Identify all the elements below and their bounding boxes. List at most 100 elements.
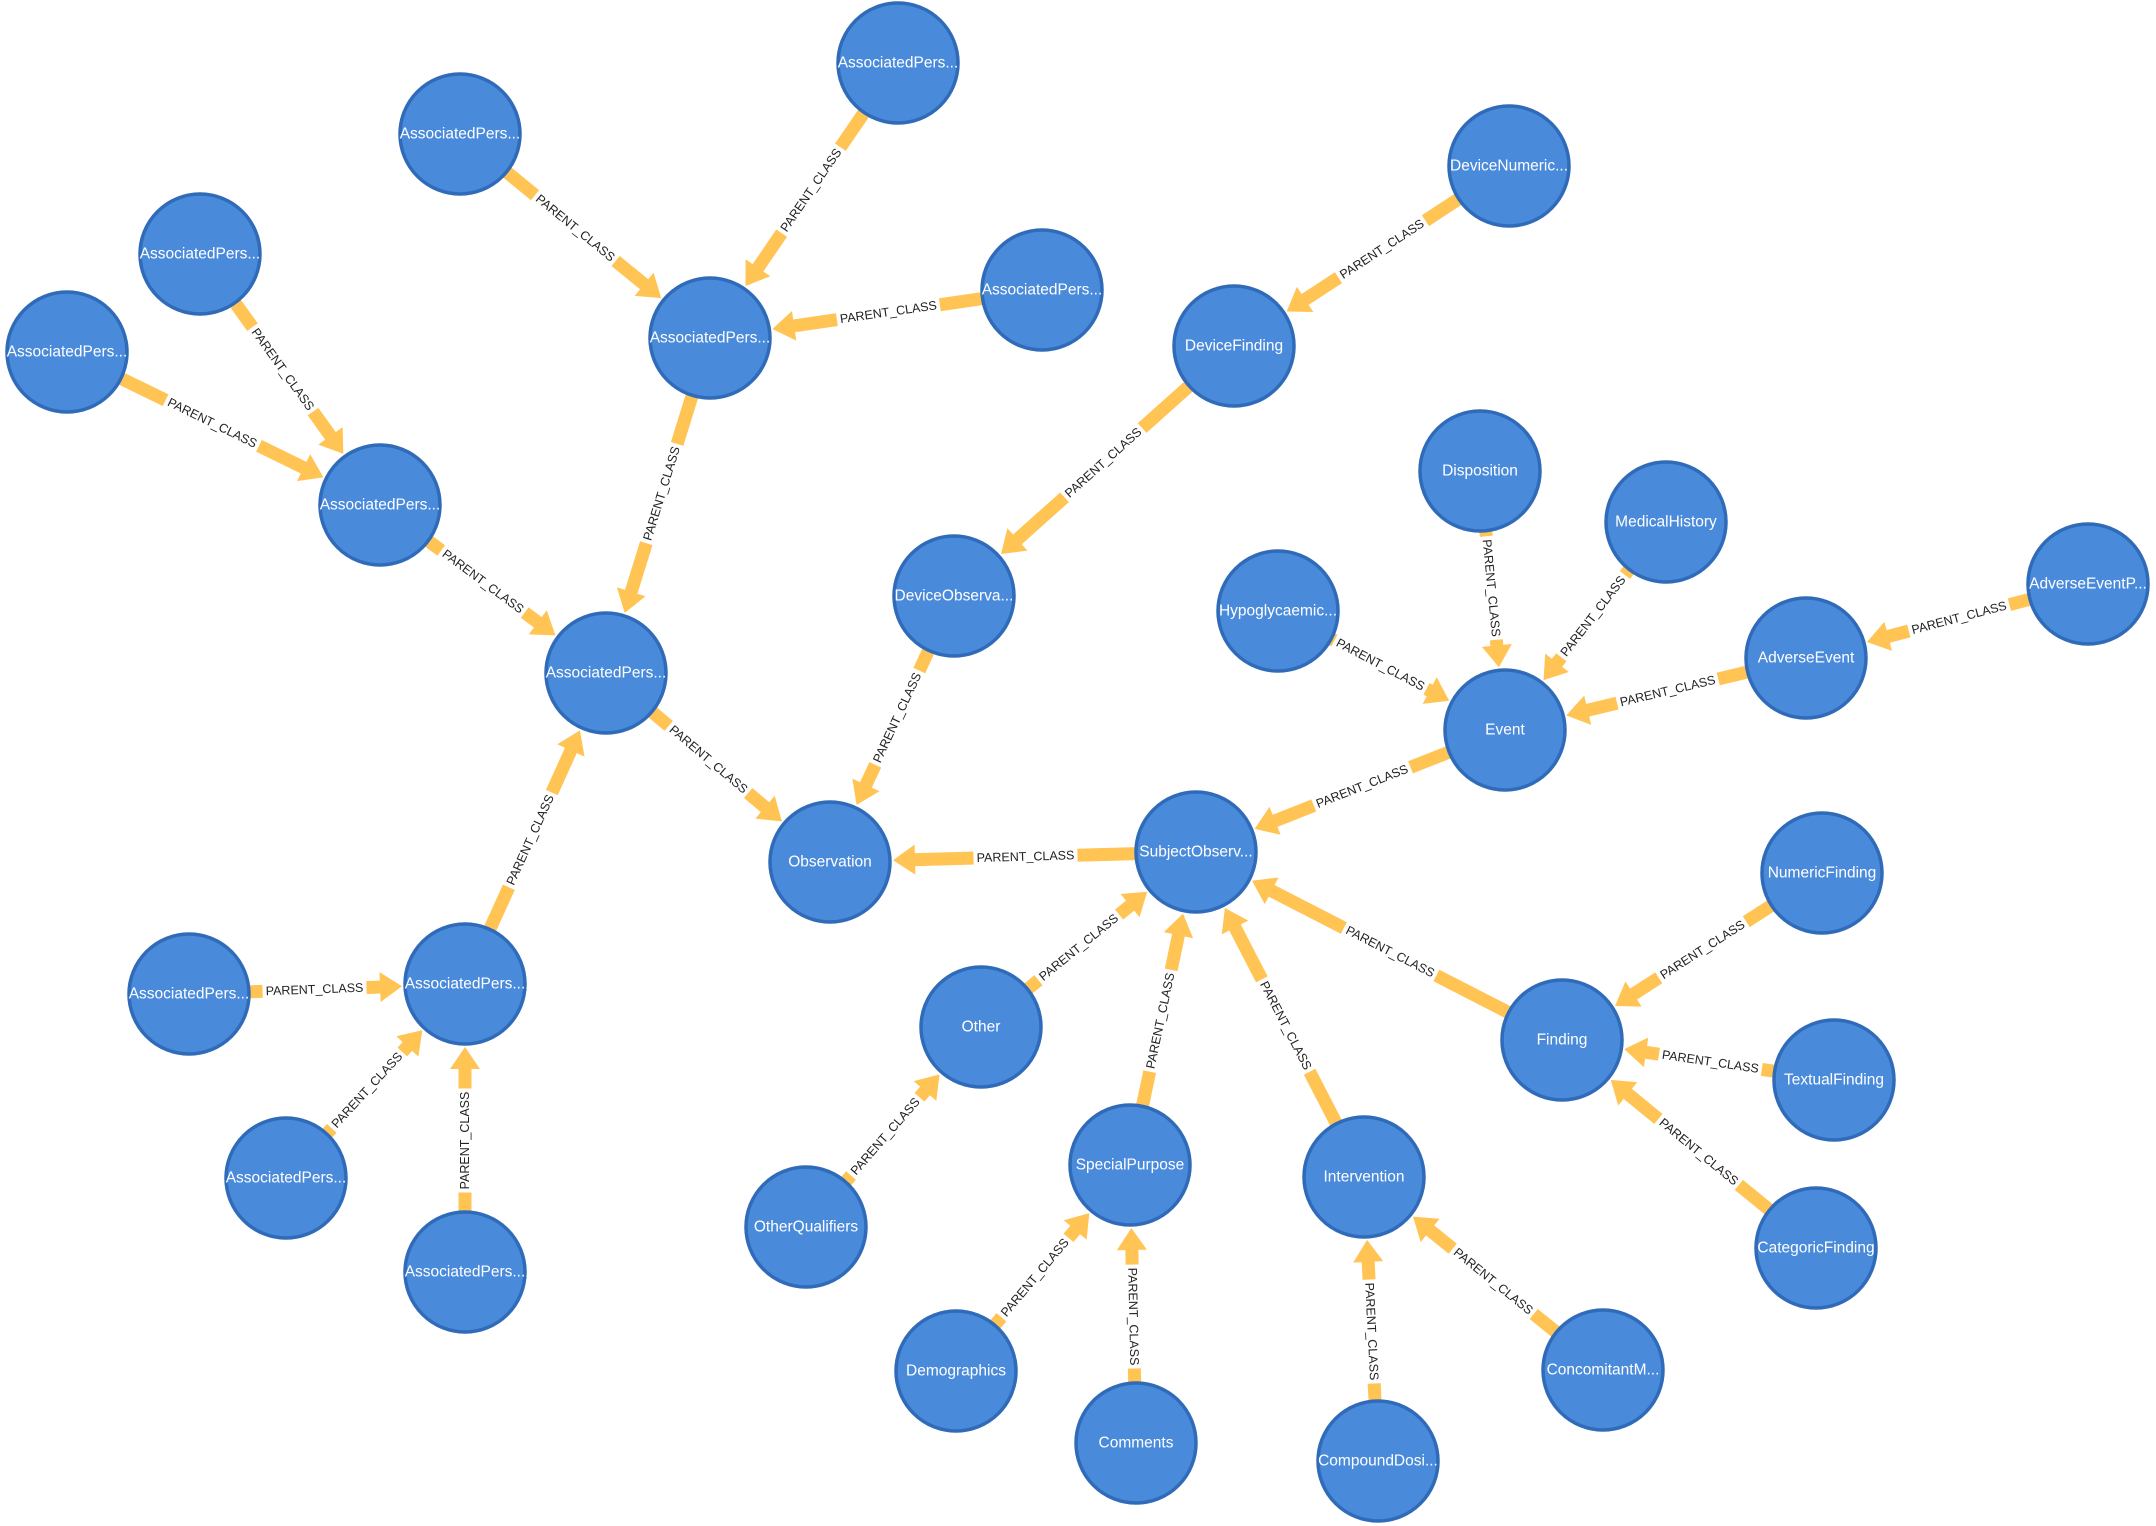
graph-node[interactable]: Hypoglycaemic... — [1216, 549, 1340, 673]
graph-node[interactable]: Intervention — [1302, 1115, 1426, 1239]
graph-node[interactable]: AssociatedPers... — [648, 276, 772, 400]
edge-parent-class[interactable]: PARENT_CLASS — [745, 108, 870, 286]
node-circle[interactable] — [648, 276, 772, 400]
edge-parent-class[interactable]: PARENT_CLASS — [1543, 565, 1635, 681]
edge-parent-class[interactable]: PARENT_CLASS — [248, 972, 403, 1003]
node-circle[interactable] — [544, 611, 668, 735]
graph-node[interactable]: CategoricFinding — [1754, 1186, 1878, 1310]
graph-node[interactable]: AssociatedPers... — [398, 72, 522, 196]
graph-node[interactable]: MedicalHistory — [1604, 460, 1728, 584]
graph-node[interactable]: Event — [1443, 668, 1567, 792]
graph-node[interactable]: ConcomitantM... — [1541, 1308, 1665, 1432]
node-circle[interactable] — [127, 932, 251, 1056]
node-circle[interactable] — [398, 72, 522, 196]
graph-node[interactable]: DeviceNumeric... — [1447, 104, 1571, 228]
edge-parent-class[interactable]: PARENT_CLASS — [483, 730, 585, 933]
edge-parent-class[interactable]: PARENT_CLASS — [647, 706, 782, 822]
node-circle[interactable] — [1754, 1186, 1878, 1310]
graph-node[interactable]: CompoundDosi... — [1316, 1399, 1440, 1523]
graph-node[interactable]: Disposition — [1418, 409, 1542, 533]
node-circle[interactable] — [1760, 811, 1884, 935]
node-circle[interactable] — [1541, 1308, 1665, 1432]
node-circle[interactable] — [1068, 1103, 1192, 1227]
graph-node[interactable]: SpecialPurpose — [1068, 1103, 1192, 1227]
node-circle[interactable] — [768, 800, 892, 924]
graph-node[interactable]: Observation — [768, 800, 892, 924]
node-circle[interactable] — [403, 1210, 527, 1334]
graph-node[interactable]: DeviceObserva... — [892, 534, 1016, 658]
edge-parent-class[interactable]: PARENT_CLASS — [1866, 592, 2032, 651]
edge-parent-class[interactable]: PARENT_CLASS — [1000, 381, 1194, 555]
node-circle[interactable] — [892, 534, 1016, 658]
edge-parent-class[interactable]: PARENT_CLASS — [1615, 899, 1776, 1007]
edge-parent-class[interactable]: PARENT_CLASS — [892, 844, 1137, 875]
graph-node[interactable]: OtherQualifiers — [744, 1165, 868, 1289]
edge-parent-class[interactable]: PARENT_CLASS — [1254, 745, 1452, 835]
graph-node[interactable]: SubjectObserv... — [1134, 790, 1258, 914]
edge-parent-class[interactable]: PARENT_CLASS — [1221, 907, 1343, 1127]
graph-node[interactable]: AssociatedPers... — [138, 192, 262, 316]
edge-parent-class[interactable]: PARENT_CLASS — [772, 292, 984, 341]
node-circle[interactable] — [1744, 596, 1868, 720]
node-circle[interactable] — [138, 192, 262, 316]
graph-node[interactable]: AdverseEventP... — [2026, 522, 2150, 646]
node-circle[interactable] — [1074, 1381, 1198, 1505]
edge-parent-class[interactable]: PARENT_CLASS — [1328, 632, 1450, 704]
edge-parent-class[interactable]: PARENT_CLASS — [840, 1074, 940, 1187]
node-circle[interactable] — [1772, 1018, 1896, 1142]
edge-parent-class[interactable]: PARENT_CLASS — [1610, 1079, 1774, 1216]
graph-node[interactable]: AssociatedPers... — [127, 932, 251, 1056]
edge-parent-class[interactable]: PARENT_CLASS — [1477, 530, 1512, 668]
graph-node[interactable]: AssociatedPers... — [544, 611, 668, 735]
node-circle[interactable] — [1172, 284, 1296, 408]
node-circle[interactable] — [1302, 1115, 1426, 1239]
graph-node[interactable]: Other — [919, 965, 1043, 1089]
node-circle[interactable] — [1447, 104, 1571, 228]
edge-parent-class[interactable]: PARENT_CLASS — [1286, 193, 1463, 312]
node-circle[interactable] — [403, 922, 527, 1046]
graph-node[interactable]: DeviceFinding — [1172, 284, 1296, 408]
edge-parent-class[interactable]: PARENT_CLASS — [321, 1030, 423, 1139]
node-circle[interactable] — [1216, 549, 1340, 673]
edge-parent-class[interactable]: PARENT_CLASS — [989, 1213, 1090, 1330]
edge-parent-class[interactable]: PARENT_CLASS — [1566, 665, 1750, 725]
edge-parent-class[interactable]: PARENT_CLASS — [1252, 877, 1512, 1019]
node-circle[interactable] — [2026, 522, 2150, 646]
graph-node[interactable]: AssociatedPers... — [224, 1116, 348, 1240]
graph-node[interactable]: AssociatedPers... — [403, 922, 527, 1046]
node-circle[interactable] — [1604, 460, 1728, 584]
edge-parent-class[interactable]: PARENT_CLASS — [616, 393, 699, 613]
graph-node[interactable]: AdverseEvent — [1744, 596, 1868, 720]
node-circle[interactable] — [919, 965, 1043, 1089]
edge-parent-class[interactable]: PARENT_CLASS — [1116, 1227, 1147, 1384]
node-circle[interactable] — [1418, 409, 1542, 533]
graph-node[interactable]: NumericFinding — [1760, 811, 1884, 935]
node-circle[interactable] — [5, 290, 129, 414]
edge-parent-class[interactable]: PARENT_CLASS — [229, 298, 344, 454]
edge-parent-class[interactable]: PARENT_CLASS — [502, 166, 662, 299]
node-circle[interactable] — [1316, 1399, 1440, 1523]
graph-node[interactable]: Demographics — [894, 1309, 1018, 1433]
graph-node[interactable]: AssociatedPers... — [836, 1, 960, 125]
edge-parent-class[interactable]: PARENT_CLASS — [1624, 1037, 1776, 1079]
edge-parent-class[interactable]: PARENT_CLASS — [1413, 1216, 1561, 1338]
edge-parent-class[interactable]: PARENT_CLASS — [1023, 891, 1148, 995]
graph-node[interactable]: AssociatedPers... — [5, 290, 129, 414]
node-circle[interactable] — [744, 1165, 868, 1289]
graph-node[interactable]: AssociatedPers... — [318, 443, 442, 567]
graph-node[interactable]: TextualFinding — [1772, 1018, 1896, 1142]
node-circle[interactable] — [1134, 790, 1258, 914]
node-circle[interactable] — [318, 443, 442, 567]
node-circle[interactable] — [1443, 668, 1567, 792]
edge-parent-class[interactable]: PARENT_CLASS — [1136, 913, 1194, 1108]
graph-node[interactable]: AssociatedPers... — [403, 1210, 527, 1334]
node-circle[interactable] — [980, 228, 1104, 352]
node-circle[interactable] — [894, 1309, 1018, 1433]
node-circle[interactable] — [1500, 978, 1624, 1102]
edge-parent-class[interactable]: PARENT_CLASS — [424, 535, 556, 636]
node-circle[interactable] — [224, 1116, 348, 1240]
edge-parent-class[interactable]: PARENT_CLASS — [852, 647, 935, 805]
graph-node[interactable]: Finding — [1500, 978, 1624, 1102]
graph-node[interactable]: Comments — [1074, 1381, 1198, 1505]
